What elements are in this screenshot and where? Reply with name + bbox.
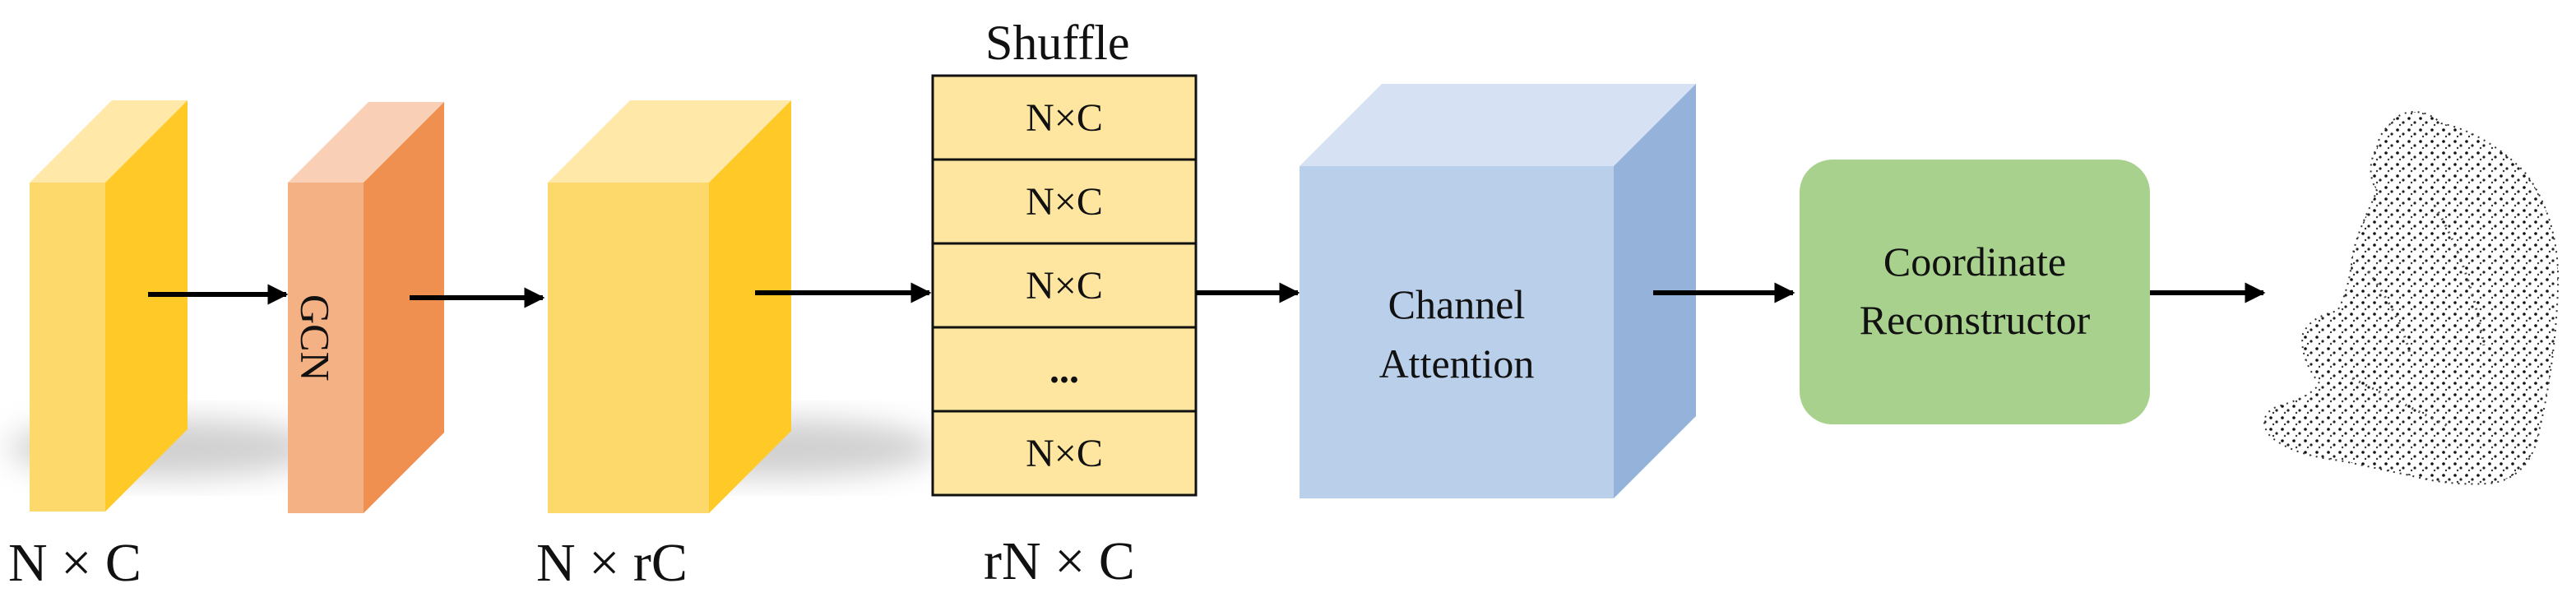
input-block-side [105, 100, 188, 512]
attention-block-front [1300, 166, 1614, 498]
channel-attention-block: Channel Attention [1300, 84, 1696, 498]
expanded-dimension-label: N × rC [536, 533, 688, 593]
shuffle-stack: N×C N×C N×C... N×C [931, 74, 1198, 497]
expanded-block-front [548, 183, 709, 513]
shuffle-title: Shuffle [985, 16, 1130, 70]
gcn-block: GCN [288, 102, 444, 513]
expanded-block-side [709, 100, 791, 513]
shuffle-cell-label: ... [1049, 348, 1079, 391]
gcn-block-front [288, 183, 364, 513]
shuffle-cell-label: N×C [1026, 96, 1103, 140]
input-block-front [30, 183, 105, 512]
shuffle-cell [931, 158, 1198, 245]
expanded-block-top [548, 100, 791, 183]
input-feature-block [30, 100, 188, 512]
shuffle-cell-label: N×C [1026, 180, 1103, 224]
shuffle-cell-label: N×C [1026, 432, 1103, 475]
shuffle-cell [931, 326, 1198, 413]
reconstructor-label-line2: Reconstructor [1860, 297, 2091, 343]
expanded-feature-block [548, 100, 791, 513]
coordinate-reconstructor-block: Coordinate Reconstructor [1800, 160, 2150, 424]
input-dimension-label: N × C [8, 533, 141, 593]
attention-block-top [1300, 84, 1696, 166]
shuffle-cell-label: N×C [1026, 264, 1103, 308]
gcn-label: GCN [293, 294, 339, 382]
point-cloud-bear-icon [2263, 111, 2560, 485]
input-block-top [30, 100, 188, 183]
attention-label-line2: Attention [1379, 340, 1535, 387]
gcn-block-side [364, 102, 444, 513]
reconstructor-label-line1: Coordinate [1883, 238, 2066, 285]
gcn-block-top [288, 102, 444, 183]
shuffle-dimension-label: rN × C [984, 531, 1135, 591]
attention-label-line1: Channel [1388, 281, 1526, 327]
reconstructor-box [1800, 160, 2150, 424]
shuffle-cell [931, 410, 1198, 497]
